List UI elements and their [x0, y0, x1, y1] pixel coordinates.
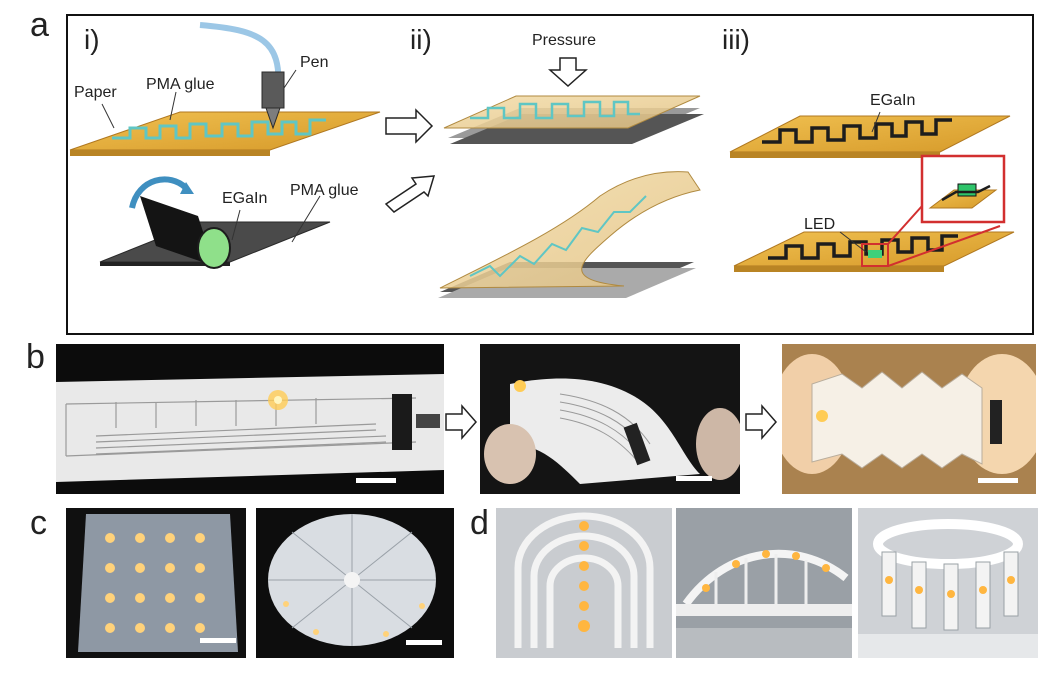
pressure-arrow-icon: [548, 57, 588, 88]
photo-b-bent-circuit: [480, 344, 740, 494]
photo-d-popup-arches: [496, 508, 672, 658]
label-egain-roller: EGaIn: [222, 190, 268, 207]
photo-d-popup-bridge: [676, 508, 852, 658]
stacked-sheets-top: [443, 95, 704, 144]
arrow-diagonal-icon: [384, 175, 436, 213]
step-i-label: i): [84, 24, 100, 55]
panel-a-frame: [66, 14, 1034, 335]
step-ii-label: ii): [410, 24, 432, 55]
arrow-right-icon: [385, 108, 434, 144]
label-led: LED: [804, 216, 836, 233]
pen-icon: [199, 22, 285, 130]
led-inset: [920, 154, 1006, 224]
label-pen: Pen: [300, 54, 329, 71]
panel-d-letter: d: [470, 504, 489, 542]
photo-c-origami-grid: [66, 508, 246, 658]
label-paper: Paper: [74, 84, 117, 101]
peeling-sheets: [438, 171, 701, 298]
panel-b-letter: b: [26, 338, 45, 376]
circuit-sheet-bottom: [733, 205, 1015, 272]
photo-b-flat-circuit: [56, 344, 444, 494]
label-pma-glue-top: PMA glue: [146, 76, 215, 93]
label-egain-circuit: EGaIn: [870, 92, 916, 109]
label-pma-glue-bottom: PMA glue: [290, 182, 359, 199]
photo-b-folded-circuit: [782, 344, 1036, 494]
step-iii-label: iii): [722, 24, 750, 55]
circuit-sheet-top: [729, 115, 1011, 158]
photo-d-popup-colonnade: [858, 508, 1038, 658]
panel-c-letter: c: [30, 504, 47, 542]
paper-sheet-i: [69, 111, 381, 156]
panel-a-letter: a: [30, 6, 49, 44]
photo-c-origami-spiral: [256, 508, 454, 658]
label-pressure: Pressure: [532, 32, 597, 49]
roller-icon: [129, 176, 231, 269]
